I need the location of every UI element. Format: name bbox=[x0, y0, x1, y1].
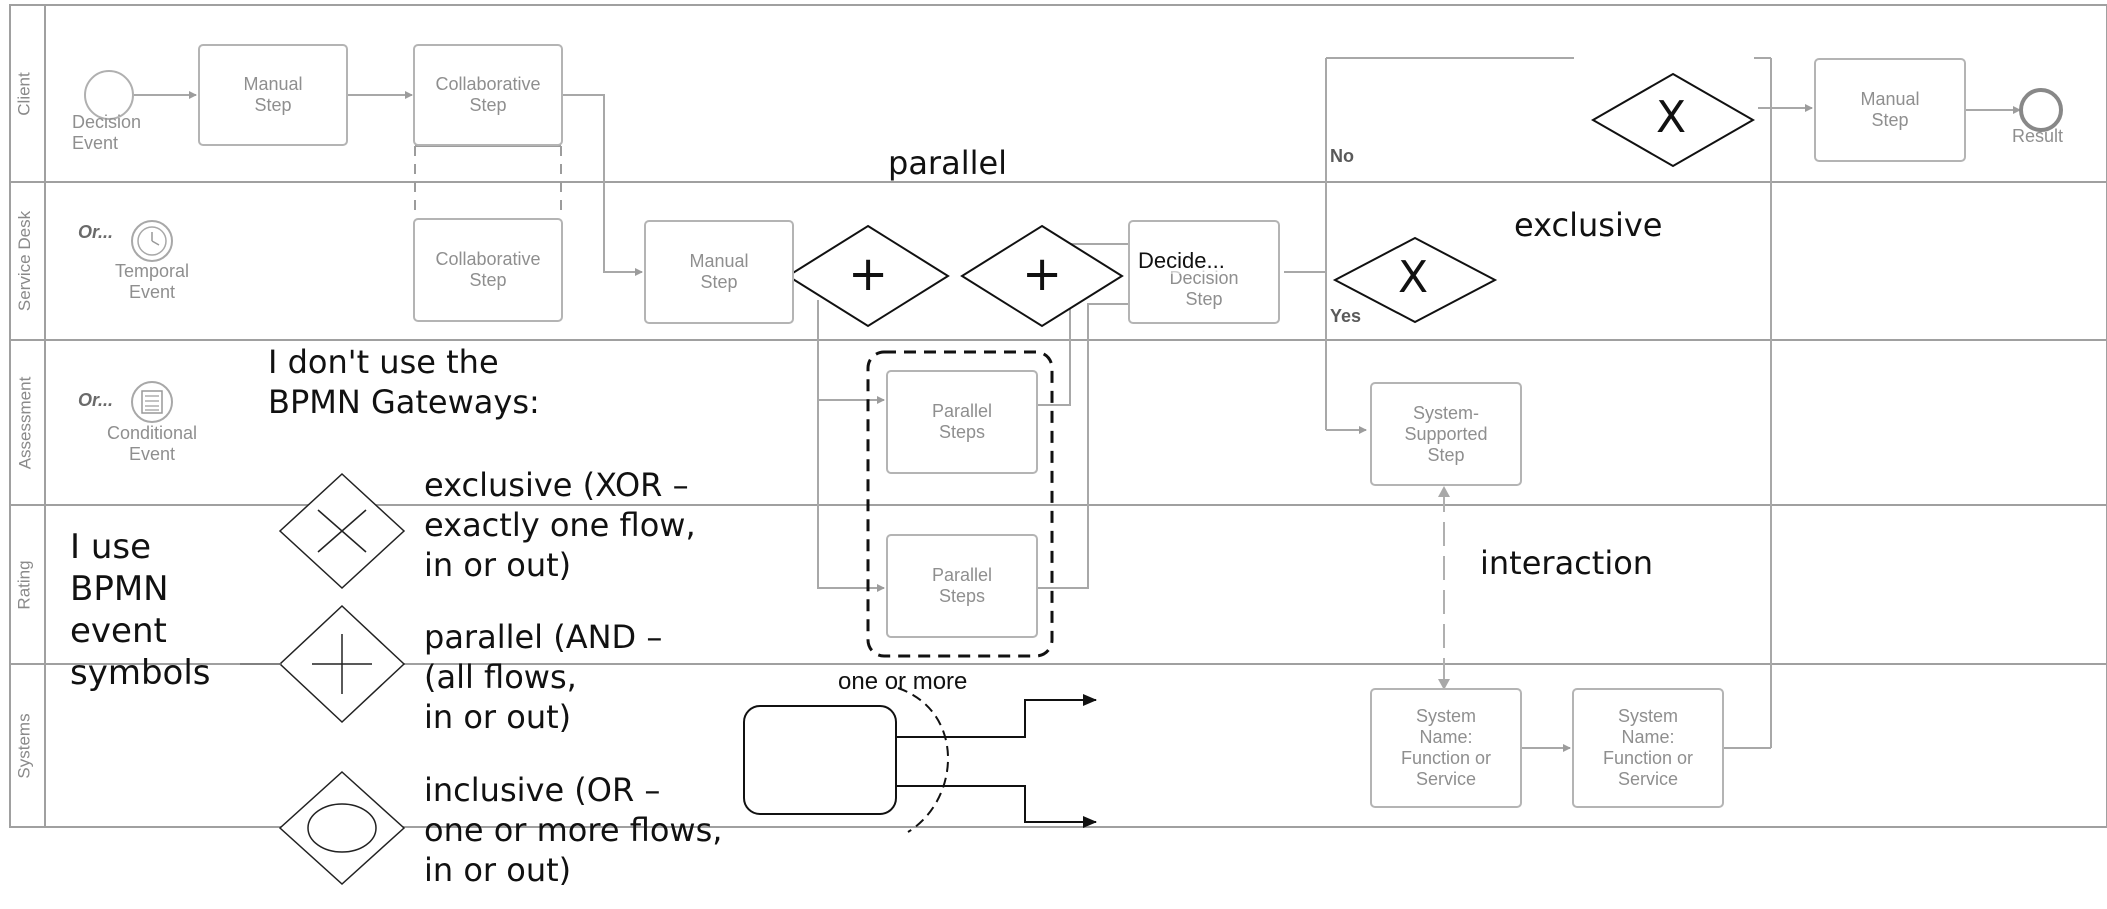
lane-service-desk: Service Desk bbox=[15, 210, 35, 312]
lane-systems: Systems bbox=[15, 712, 34, 779]
gateways-title: I don't use the BPMN Gateways: bbox=[268, 343, 540, 421]
parallel-definition: parallel (AND – (all flows, in or out) bbox=[424, 618, 663, 736]
one-or-more-label: one or more bbox=[838, 668, 968, 695]
sequence-flows bbox=[134, 57, 2021, 752]
rating-parallel-steps: Parallel Steps bbox=[886, 534, 1038, 638]
assessment-parallel-steps: Parallel Steps bbox=[886, 370, 1038, 474]
decision-event bbox=[84, 70, 134, 120]
lane-assessment: Assessment bbox=[15, 376, 34, 469]
conditional-or-label: Or... bbox=[78, 390, 114, 410]
result-event bbox=[2019, 88, 2063, 132]
interaction-annotation: interaction bbox=[1480, 544, 1654, 582]
system-name-step-2: System Name: Function or Service bbox=[1572, 688, 1724, 808]
flow-label-yes: Yes bbox=[1330, 306, 1362, 326]
exclusive-gateway-bottom-x: X bbox=[1398, 252, 1429, 303]
collaboration-link bbox=[414, 145, 562, 218]
inclusive-definition: inclusive (OR – one or more flows, in or… bbox=[424, 771, 723, 889]
decision-event-label: Decision Event bbox=[72, 112, 142, 153]
use-events-annotation: I use BPMN event symbols bbox=[70, 527, 211, 693]
exclusive-gateway-top-x: X bbox=[1656, 92, 1687, 143]
temporal-event-label: Temporal Event bbox=[114, 261, 190, 302]
inclusive-task bbox=[743, 705, 897, 815]
inclusive-flows bbox=[896, 687, 1097, 833]
service-desk-collaborative-step: Collaborative Step bbox=[413, 218, 563, 322]
exclusive-annotation: exclusive bbox=[1514, 206, 1663, 244]
decide-label: Decide... bbox=[1138, 248, 1225, 274]
result-manual-step: Manual Step bbox=[1814, 58, 1966, 162]
legend-gateways bbox=[278, 472, 406, 886]
system-name-step-1: System Name: Function or Service bbox=[1370, 688, 1522, 808]
client-manual-step: Manual Step bbox=[198, 44, 348, 146]
overlay-gateways bbox=[786, 72, 1756, 328]
lane-client: Client bbox=[15, 71, 34, 116]
client-collaborative-step: Collaborative Step bbox=[413, 44, 563, 146]
conditional-event bbox=[131, 381, 173, 423]
parallel-annotation: parallel bbox=[888, 144, 1008, 182]
lane-rating: Rating bbox=[15, 559, 35, 610]
parallel-gateway-2-plus: + bbox=[1022, 246, 1063, 302]
exclusive-definition: exclusive (XOR – exactly one flow, in or… bbox=[424, 466, 696, 584]
parallel-group bbox=[866, 350, 1054, 658]
result-event-label: Result bbox=[2012, 126, 2064, 146]
parallel-gateway-1-plus: + bbox=[848, 246, 889, 302]
service-desk-manual-step: Manual Step bbox=[644, 220, 794, 324]
conditional-event-label: Conditional Event bbox=[106, 423, 198, 464]
system-supported-step: System- Supported Step bbox=[1370, 382, 1522, 486]
temporal-or-label: Or... bbox=[78, 222, 114, 242]
flow-label-no: No bbox=[1330, 146, 1354, 166]
